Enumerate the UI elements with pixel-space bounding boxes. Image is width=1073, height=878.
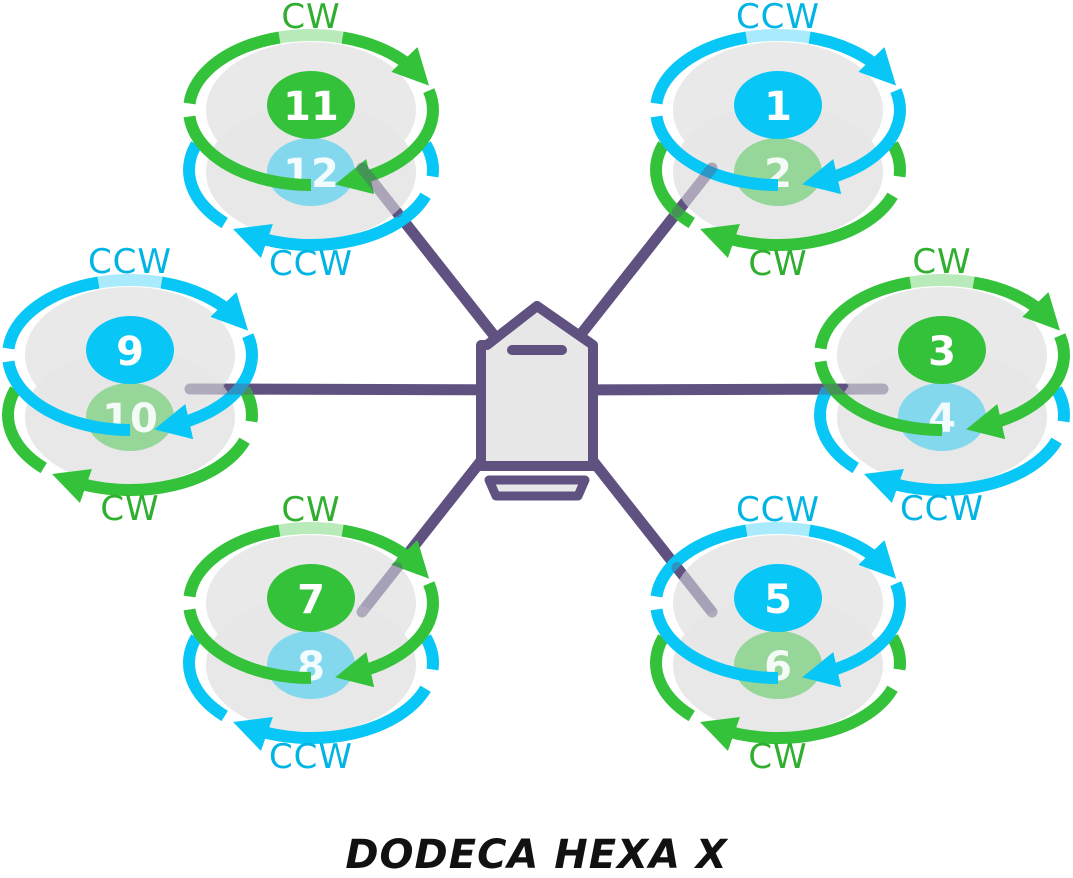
top-motor-number: 7 bbox=[297, 577, 325, 623]
top-direction-label: CW bbox=[281, 0, 340, 37]
bottom-direction-label: CW bbox=[748, 244, 807, 284]
top-direction-label: CCW bbox=[736, 0, 820, 37]
top-direction-label: CW bbox=[281, 490, 340, 530]
diagram-title: DODECA HEXA X bbox=[0, 832, 1073, 878]
bottom-direction-label: CCW bbox=[900, 489, 984, 529]
top-direction-label: CCW bbox=[88, 242, 172, 282]
top-motor-number: 3 bbox=[928, 329, 956, 375]
bottom-ring-arc-c bbox=[426, 144, 433, 176]
top-direction-label: CW bbox=[912, 242, 971, 282]
bottom-direction-label: CCW bbox=[269, 737, 353, 777]
bottom-ring-arc-c bbox=[426, 637, 433, 669]
bottom-ring-arc-c bbox=[893, 637, 900, 669]
bottom-ring-arc-c bbox=[893, 144, 900, 176]
hub-body bbox=[481, 306, 593, 496]
bottom-ring-arc-c bbox=[1057, 389, 1064, 421]
top-motor-number: 11 bbox=[283, 84, 339, 130]
top-motor-number: 5 bbox=[764, 577, 792, 623]
bottom-direction-label: CW bbox=[100, 489, 159, 529]
top-direction-label: CCW bbox=[736, 490, 820, 530]
dodeca-hexa-x-diagram: 21CCWCW43CWCCW65CCWCW87CWCCW109CCWCW1211… bbox=[0, 0, 1073, 820]
top-motor-number: 1 bbox=[764, 84, 792, 130]
top-motor-number: 9 bbox=[116, 329, 144, 375]
bottom-direction-label: CCW bbox=[269, 244, 353, 284]
bottom-direction-label: CW bbox=[748, 737, 807, 777]
